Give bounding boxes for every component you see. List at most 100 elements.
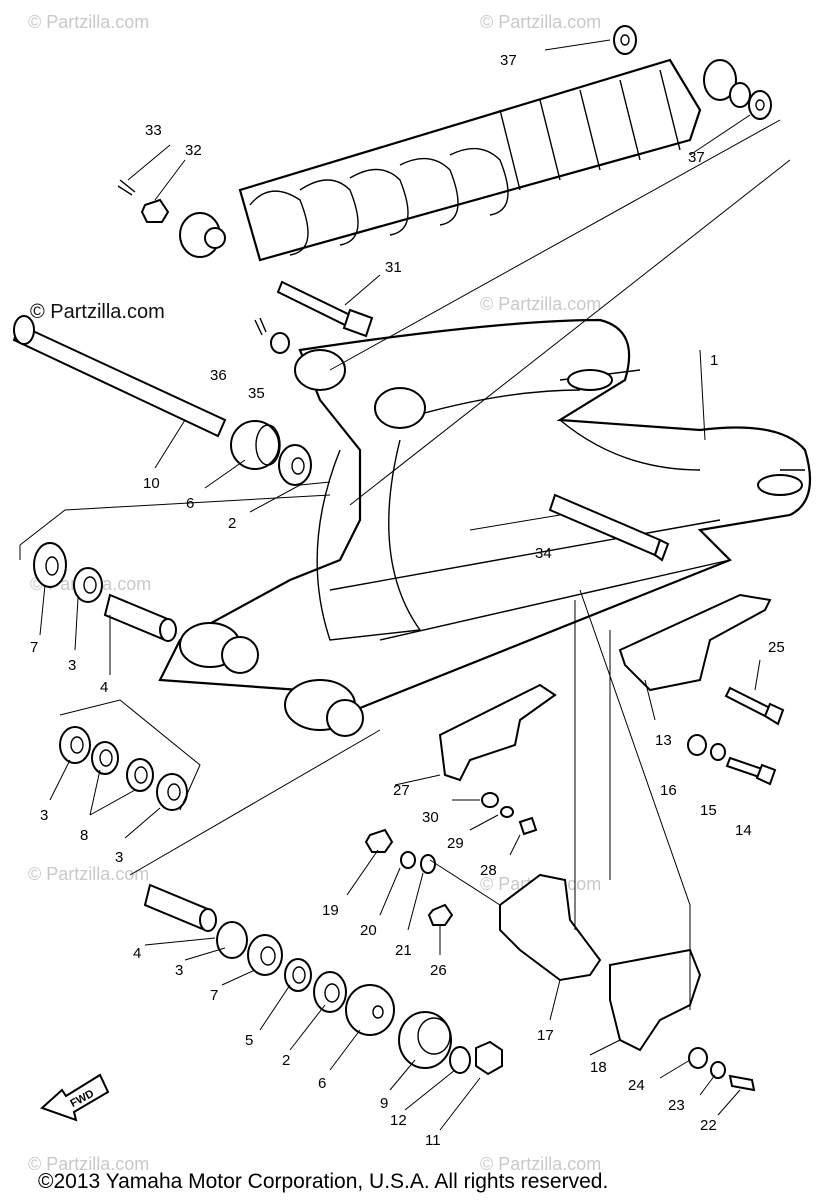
part-label-5: 5 (245, 1032, 253, 1049)
part-label-25: 25 (768, 639, 785, 656)
seal-7-top (33, 542, 67, 588)
bolt-25 (724, 686, 785, 726)
part-label-10: 10 (143, 475, 160, 492)
watermark-text: © Partzilla.com (480, 294, 601, 314)
part-label-31: 31 (385, 259, 402, 276)
washer-23 (710, 1061, 726, 1079)
washer-16 (687, 734, 707, 756)
part-label-32: 32 (185, 142, 202, 159)
washer-5 (284, 958, 312, 992)
part-label-19: 19 (322, 902, 339, 919)
watermark-text: © Partzilla.com (28, 12, 149, 32)
shock-washer-37-top (613, 25, 637, 55)
part-label-3: 3 (115, 849, 123, 866)
part-label-37: 37 (688, 149, 705, 166)
part-label-4: 4 (100, 679, 108, 696)
screw-28 (518, 816, 538, 836)
washer-29 (500, 806, 514, 818)
part-label-13: 13 (655, 732, 672, 749)
rear-shock-absorber (179, 58, 751, 262)
part-label-33: 33 (145, 122, 162, 139)
part-label-16: 16 (660, 782, 677, 799)
bracket-17 (499, 873, 602, 982)
part-label-6: 6 (318, 1075, 326, 1092)
watermark-text: © Partzilla.com (28, 864, 149, 884)
part-label-1: 1 (710, 352, 718, 369)
cotter-pin-33 (117, 179, 136, 196)
part-label-29: 29 (447, 835, 464, 852)
part-label-36: 36 (210, 367, 227, 384)
part-label-15: 15 (700, 802, 717, 819)
copyright-text: ©2013 Yamaha Motor Corporation, U.S.A. A… (38, 1170, 608, 1193)
bolt-22 (728, 1074, 756, 1092)
part-label-23: 23 (668, 1097, 685, 1114)
cap-9 (398, 1011, 452, 1069)
part-label-37: 37 (500, 52, 517, 69)
bearing-3-top (73, 567, 103, 603)
part-label-27: 27 (393, 782, 410, 799)
pivot-shaft-10 (12, 315, 227, 438)
bolt-19 (364, 828, 394, 853)
part-label-7: 7 (210, 987, 218, 1004)
washers-8 (91, 741, 154, 792)
part-label-17: 17 (537, 1027, 554, 1044)
part-label-2: 2 (228, 515, 236, 532)
watermark-text: © Partzilla.com (30, 301, 165, 323)
bolt-14 (725, 756, 777, 786)
collar-4-top (103, 593, 177, 642)
circlip-12 (449, 1046, 471, 1074)
watermark-text: © Partzilla.com (480, 1154, 601, 1174)
seal-2-bottom (313, 971, 347, 1013)
part-label-18: 18 (590, 1059, 607, 1076)
shock-bolt-31 (276, 280, 374, 338)
washer-35 (270, 332, 290, 354)
collar-4-bottom (143, 883, 217, 932)
part-label-20: 20 (360, 922, 377, 939)
part-label-26: 26 (430, 962, 447, 979)
bearing-3-mid (156, 773, 188, 811)
seal-7-bottom (247, 934, 283, 976)
part-label-9: 9 (380, 1095, 388, 1112)
part-label-8: 8 (80, 827, 88, 844)
nut-32 (140, 198, 170, 223)
washer-15 (710, 743, 726, 761)
part-label-7: 7 (30, 639, 38, 656)
watermark-text: © Partzilla.com (28, 1154, 149, 1174)
part-label-21: 21 (395, 942, 412, 959)
part-label-11: 11 (425, 1132, 441, 1149)
part-label-34: 34 (535, 545, 552, 562)
part-labels: 1 2 2 3 3 3 3 4 4 5 6 6 7 7 8 9 10 11 12… (30, 52, 785, 1149)
part-label-3: 3 (68, 657, 76, 674)
part-label-4: 4 (133, 945, 141, 962)
nut-11 (475, 1040, 503, 1076)
chain-cover-18 (609, 948, 702, 1052)
forward-arrow-icon: FWD (40, 1073, 110, 1122)
bearing-3-left (59, 726, 91, 764)
part-label-24: 24 (628, 1077, 645, 1094)
cotter-pin-36 (254, 317, 267, 336)
watermark-text: © Partzilla.com (480, 12, 601, 32)
brace-13 (618, 593, 772, 692)
part-label-12: 12 (390, 1112, 407, 1129)
bushing-6-bottom (345, 984, 395, 1036)
bushing-6-top (230, 420, 281, 470)
shock-washer-37-right (748, 90, 772, 120)
washer-24 (688, 1047, 708, 1069)
nut-26 (427, 903, 454, 926)
washer-20 (400, 851, 416, 869)
swingarm-1 (158, 318, 812, 737)
part-label-2: 2 (282, 1052, 290, 1069)
part-label-3: 3 (40, 807, 48, 824)
washer-21 (420, 854, 436, 874)
seal-2-top (278, 444, 312, 486)
chain-guard-27 (438, 683, 557, 782)
part-label-35: 35 (248, 385, 265, 402)
part-label-3: 3 (175, 962, 183, 979)
part-label-28: 28 (480, 862, 497, 879)
part-label-22: 22 (700, 1117, 717, 1134)
part-label-6: 6 (186, 495, 194, 512)
part-label-14: 14 (735, 822, 752, 839)
part-label-30: 30 (422, 809, 439, 826)
